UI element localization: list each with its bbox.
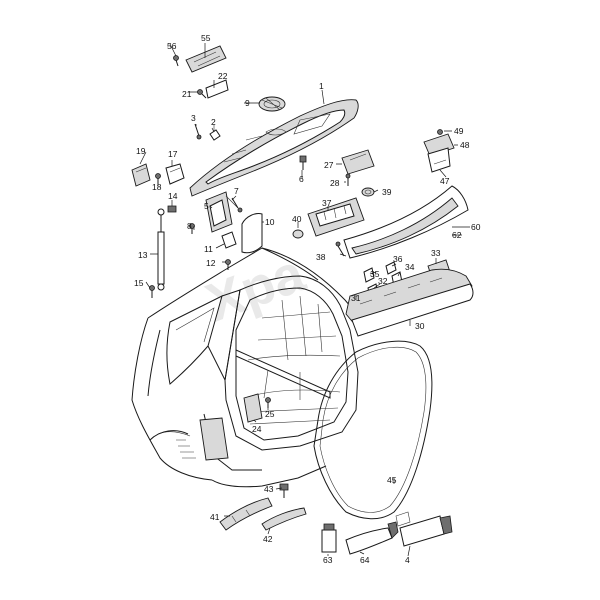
callout-label-36: 36	[393, 254, 403, 264]
part-45-seal	[313, 340, 433, 520]
part-8-screw	[189, 223, 195, 234]
callout-label-13: 13	[138, 250, 148, 260]
callout-label-62: 62	[452, 230, 462, 240]
part-9-emblem	[258, 96, 286, 112]
callout-label-19: 19	[136, 146, 146, 156]
part-25-screw	[265, 397, 271, 408]
callout-label-33: 33	[431, 248, 441, 258]
part-7-screw	[231, 197, 243, 213]
part-47-lamp	[433, 159, 447, 165]
callout-label-15: 15	[134, 278, 144, 288]
part-4-cartridge	[395, 511, 453, 547]
part-60-trim-strip	[343, 185, 469, 259]
part-55-reflector	[185, 45, 227, 73]
callout-label-25: 25	[265, 409, 275, 419]
callout-label-38: 38	[316, 252, 326, 262]
part-24-bracket	[243, 393, 263, 423]
callout-label-4: 4	[405, 555, 410, 565]
part-10-trim	[241, 213, 263, 254]
callout-label-30: 30	[415, 321, 425, 331]
callout-label-17: 17	[168, 149, 178, 159]
callout-label-41: 41	[210, 512, 220, 522]
part-56-screw	[173, 55, 179, 67]
part-6-screw	[299, 155, 307, 170]
part-22-label-plate	[205, 79, 229, 99]
part-14-nut	[167, 205, 177, 213]
vehicle-rear-body	[131, 247, 363, 488]
part-28-screw	[345, 173, 351, 186]
part-48-housing	[423, 133, 455, 173]
callout-labels: 55 56 22 21 9 1 3 2 19 17 18 6 14 7 5 8 …	[134, 33, 481, 565]
part-18-screw	[155, 173, 161, 184]
callout-label-9: 9	[245, 98, 250, 108]
callout-label-35: 35	[370, 269, 380, 279]
callout-label-8: 8	[187, 221, 192, 231]
part-15-ball-stud	[149, 285, 155, 298]
part-19-buffer	[131, 163, 151, 187]
part-62-strip	[351, 197, 459, 255]
callout-label-40: 40	[292, 214, 302, 224]
callout-label-27: 27	[324, 160, 334, 170]
callout-label-5: 5	[204, 201, 209, 211]
part-42-latch-handle	[261, 507, 307, 531]
callout-label-12: 12	[206, 258, 216, 268]
callout-label-60: 60	[471, 222, 481, 232]
callout-label-64: 64	[360, 555, 370, 565]
part-37-lock-actuator	[307, 197, 365, 237]
part-63-bottle	[321, 523, 337, 553]
part-17-bracket	[165, 163, 185, 185]
callout-label-6: 6	[299, 174, 304, 184]
callout-label-2: 2	[211, 117, 216, 127]
callout-label-37: 37	[322, 198, 332, 208]
callout-label-55: 55	[201, 33, 211, 43]
callout-label-32: 32	[378, 276, 388, 286]
callout-label-21: 21	[182, 89, 192, 99]
callout-label-10: 10	[265, 217, 275, 227]
callout-label-49: 49	[454, 126, 464, 136]
callout-label-1: 1	[319, 81, 324, 91]
part-40-bushing	[292, 229, 304, 239]
callout-label-56: 56	[167, 41, 177, 51]
part-39-grommet	[361, 187, 375, 197]
callout-label-34: 34	[405, 262, 415, 272]
part-38-screw	[335, 241, 345, 257]
callout-label-42: 42	[263, 534, 273, 544]
callout-label-48: 48	[460, 140, 470, 150]
part-27-switch	[341, 149, 375, 175]
callout-label-11: 11	[204, 244, 213, 254]
part-13-gas-strut	[157, 208, 165, 291]
callout-label-24: 24	[252, 424, 262, 434]
callout-label-45: 45	[387, 475, 397, 485]
part-30-lower-trim	[351, 283, 474, 337]
part-12-screw	[225, 259, 231, 270]
part-49-screw	[437, 129, 443, 135]
part-5-hinge	[205, 191, 239, 233]
callout-label-43: 43	[264, 484, 274, 494]
callout-label-7: 7	[234, 186, 239, 196]
callout-label-31: 31	[351, 293, 361, 303]
callout-label-47: 47	[440, 176, 450, 186]
part-3-screw	[194, 123, 202, 140]
part-11-bracket	[221, 231, 237, 249]
callout-label-63: 63	[323, 555, 333, 565]
callout-label-39: 39	[382, 187, 392, 197]
callout-label-28: 28	[330, 178, 340, 188]
callout-label-14: 14	[168, 191, 178, 201]
part-64-tube	[345, 521, 399, 555]
callout-label-3: 3	[191, 113, 196, 123]
part-21-screw	[197, 89, 207, 99]
part-1-tailgate-spoiler	[189, 99, 359, 197]
leader-lines	[139, 43, 470, 557]
part-35-clip	[363, 267, 375, 283]
part-41-latch	[219, 497, 273, 531]
callout-label-22: 22	[218, 71, 228, 81]
callout-label-18: 18	[152, 182, 162, 192]
part-43-screw	[279, 483, 289, 498]
